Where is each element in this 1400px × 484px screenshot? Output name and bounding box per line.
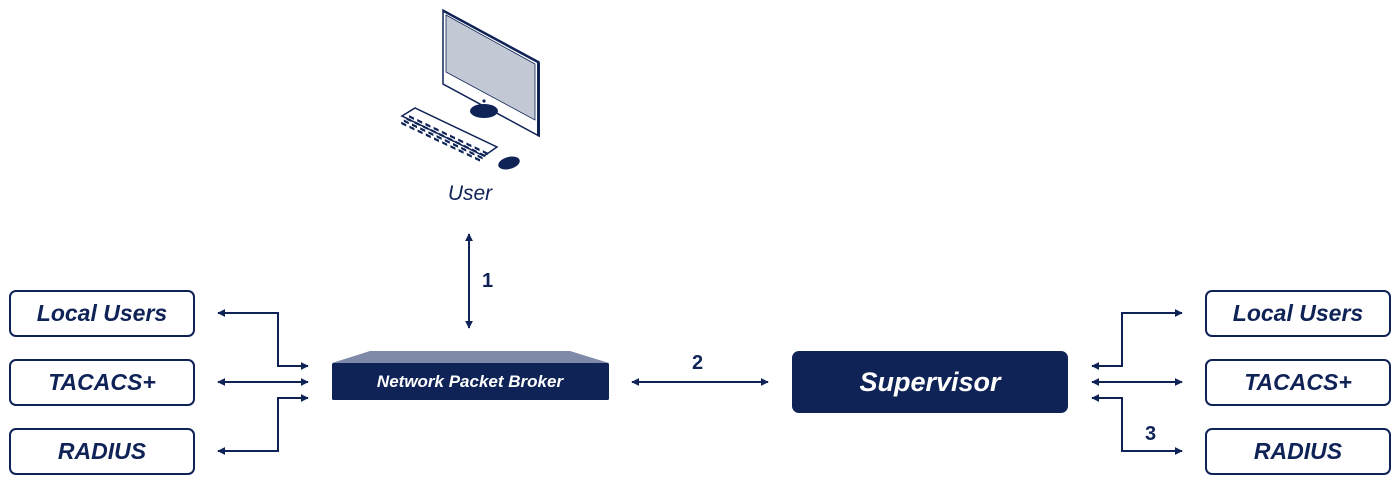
keyboard-key [463,144,469,150]
keyboard-key [422,125,428,130]
keyboard-key [447,136,453,142]
keyboard-key [425,133,431,139]
arrow-right-radius [1091,394,1183,455]
keyboard-key [428,131,434,136]
keyboard-key [433,126,439,132]
keyboard-key [442,141,448,146]
keyboard-key [417,119,423,124]
arrow-left-radius [217,394,309,455]
keyboard-key [420,127,426,133]
left-tacacs-box[interactable]: TACACS+ [9,359,195,406]
keyboard-key [450,145,456,150]
step-2-label: 2 [692,352,704,374]
keyboard-key [477,154,483,160]
right-tacacs-box[interactable]: TACACS+ [1205,359,1391,406]
keyboard-key [458,149,464,154]
keyboard-key [412,123,417,129]
keyboard-key [425,122,431,128]
left-radius-box[interactable]: RADIUS [9,428,195,475]
user-label: User [447,182,493,205]
arrow-right-local-users [1091,309,1183,370]
keyboard-key [458,138,464,144]
keyboard-key [475,156,480,162]
keyboard-key [409,115,414,120]
keyboard-key [441,130,447,136]
keyboard-key [439,132,445,138]
step-1-label: 1 [482,270,494,292]
keyboard-key [466,152,472,158]
keyboard-key [406,117,412,123]
keyboard-key [474,146,480,152]
desktop-computer-icon [400,8,540,170]
keyboard-key [431,129,436,134]
right-radius-box[interactable]: RADIUS [1205,428,1391,475]
keyboard-key [403,119,409,125]
keyboard-key [466,142,472,148]
keyboard-key [409,125,415,131]
keyboard-key [414,121,420,126]
keyboard-key [401,121,407,127]
network-packet-broker-label: Network Packet Broker [376,371,564,391]
keyboard-key [450,134,455,140]
network-packet-broker-device[interactable] [330,349,612,403]
keyboard-key [482,150,488,155]
arrow-left-local-users [217,309,309,370]
keyboard-key [472,148,477,154]
keyboard-key [461,146,467,152]
keyboard-key [434,137,439,143]
keyboard-key [417,129,423,135]
keyboard-key [480,152,486,158]
right-local-users-box[interactable]: Local Users [1205,290,1391,337]
keyboard-key [453,142,458,148]
keyboard-key [436,135,442,140]
keyboard-key [444,139,450,144]
left-local-users-box[interactable]: Local Users [9,290,195,337]
keyboard-key [469,150,475,156]
keyboard-key [455,140,461,146]
step-3-label: 3 [1145,423,1157,445]
supervisor-box[interactable]: Supervisor [792,351,1068,413]
